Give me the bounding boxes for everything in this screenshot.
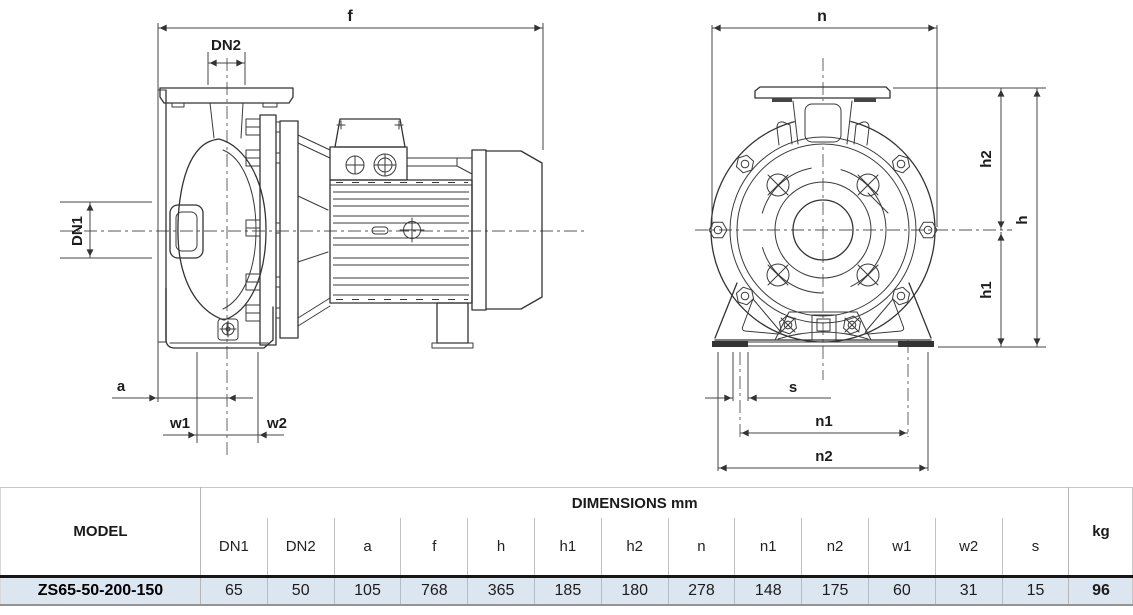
value-w2: 31 [934, 575, 1003, 606]
dim-label-h: h [1014, 215, 1031, 224]
col-header-f: f [400, 518, 468, 577]
value-h: 365 [467, 575, 535, 606]
table-header-row-1: MODEL DIMENSIONS mm kg [0, 487, 1133, 577]
value-dn1: 65 [200, 575, 268, 606]
value-w1: 60 [867, 575, 936, 606]
value-dn2: 50 [266, 575, 335, 606]
dim-label-n: n [817, 8, 827, 25]
value-s: 15 [1001, 575, 1069, 606]
dimensions-table: MODEL DIMENSIONS mm kg DN1 DN2 a f h h1 … [0, 487, 1133, 606]
dim-label-w1: w1 [169, 415, 190, 432]
dim-label-n2: n2 [815, 448, 833, 465]
col-header-w2: w2 [934, 518, 1003, 577]
pump-technical-drawings: f DN2 DN1 a w1 w2 [60, 8, 1046, 472]
value-f: 768 [400, 575, 468, 606]
col-header-h2: h2 [600, 518, 669, 577]
dim-label-dn1: DN1 [69, 216, 86, 246]
value-h1: 185 [533, 575, 602, 606]
col-header-s: s [1001, 518, 1069, 577]
col-header-n1: n1 [734, 518, 802, 577]
dim-label-h1: h1 [978, 281, 995, 299]
value-n: 278 [667, 575, 735, 606]
backplate-bolts [245, 118, 281, 322]
model-cell: ZS65-50-200-150 [0, 575, 201, 606]
col-header-n: n [667, 518, 735, 577]
value-kg: 96 [1068, 575, 1133, 606]
cover-bolts-cross [766, 173, 880, 287]
table-header-row-2: DN1 DN2 a f h h1 h2 n n1 n2 w1 w2 s [1, 518, 1133, 577]
dim-label-f: f [347, 8, 353, 25]
dim-label-n1: n1 [815, 413, 833, 430]
pump-front-view-drawing: n h2 h1 h s n1 n2 [695, 8, 1046, 472]
kg-column-header: kg [1068, 487, 1133, 577]
dim-label-h2: h2 [978, 150, 995, 168]
dim-label-w2: w2 [266, 415, 287, 432]
dimensions-group-header: DIMENSIONS mm [571, 494, 698, 512]
col-header-dn2: DN2 [266, 518, 335, 577]
value-a: 105 [333, 575, 401, 606]
model-column-header: MODEL [0, 487, 201, 577]
value-n1: 148 [734, 575, 802, 606]
col-header-h: h [467, 518, 535, 577]
col-header-dn1: DN1 [218, 538, 249, 555]
col-header-n2: n2 [801, 518, 869, 577]
value-h2: 180 [600, 575, 669, 606]
adapter-ribs [297, 134, 331, 327]
dim-label-s: s [789, 379, 797, 396]
col-header-w1: w1 [867, 518, 936, 577]
motor-fins [333, 191, 469, 296]
value-n2: 175 [801, 575, 869, 606]
table-row: ZS65-50-200-150 65 50 105 768 365 185 18… [0, 575, 1133, 606]
dim-label-a: a [117, 378, 126, 395]
col-header-a: a [333, 518, 401, 577]
pump-side-view-drawing: f DN2 DN1 a w1 w2 [60, 8, 585, 456]
dim-label-dn2: DN2 [211, 37, 241, 54]
col-header-h1: h1 [533, 518, 602, 577]
